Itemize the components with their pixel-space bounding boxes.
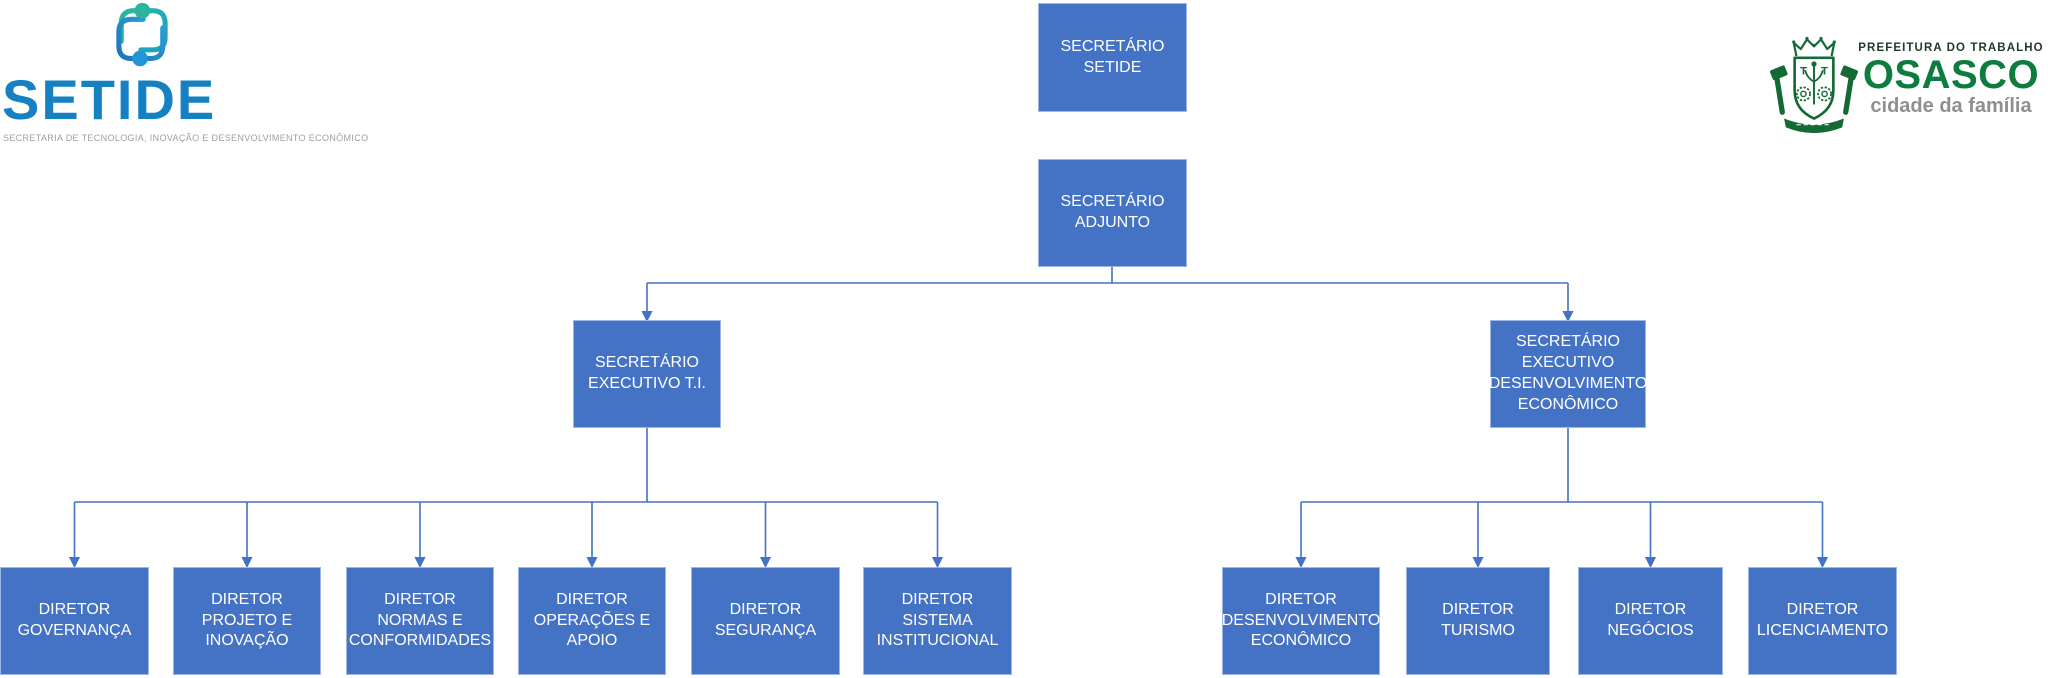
- org-node-label: SECRETÁRIO EXECUTIVO DESENVOLVIMENTO ECO…: [1488, 333, 1648, 413]
- org-node-diretor-normas-conformidades: DIRETOR NORMAS E CONFORMIDADES: [346, 567, 494, 675]
- org-node-secretario-adjunto: SECRETÁRIO ADJUNTO: [1038, 159, 1187, 267]
- org-node-label: SECRETÁRIO ADJUNTO: [1060, 193, 1165, 231]
- org-node-diretor-desenvolvimento-economico: DIRETOR DESENVOLVIMENTO ECONÔMICO: [1222, 567, 1380, 675]
- org-node-label: DIRETOR NORMAS E CONFORMIDADES: [348, 590, 492, 650]
- connector-de-bus: [1301, 428, 1823, 503]
- org-node-diretor-negocios: DIRETOR NEGÓCIOS: [1578, 567, 1723, 675]
- setide-logo: SETIDE SECRETARIA DE TECNOLOGIA, INOVAÇÃ…: [0, 0, 368, 150]
- org-node-label: SECRETÁRIO EXECUTIVO T.I.: [588, 354, 706, 392]
- org-node-diretor-sistema-institucional: DIRETOR SISTEMA INSTITUCIONAL: [863, 567, 1012, 675]
- setide-wordmark: SETIDE: [2, 68, 217, 131]
- org-node-label: DIRETOR GOVERNANÇA: [17, 601, 132, 639]
- connector-adjunto-bus: [647, 267, 1568, 284]
- org-node-label: DIRETOR TURISMO: [1441, 601, 1515, 639]
- osasco-crest-icon: T T: [1770, 36, 1858, 134]
- osasco-logo: T T PREFEITURA DO TRABALHO OSASCO cidade…: [1760, 20, 2048, 145]
- org-node-secretario-setide: SECRETÁRIO SETIDE: [1038, 3, 1187, 112]
- org-node-label: DIRETOR LICENCIAMENTO: [1756, 601, 1889, 639]
- org-node-label: DIRETOR DESENVOLVIMENTO ECONÔMICO: [1221, 590, 1381, 650]
- osasco-prefeitura-label: PREFEITURA DO TRABALHO: [1858, 42, 2044, 54]
- org-node-label: DIRETOR NEGÓCIOS: [1607, 601, 1694, 639]
- osasco-text-block: PREFEITURA DO TRABALHO OSASCO cidade da …: [1856, 42, 2046, 116]
- hammer-right-icon: [1840, 65, 1858, 115]
- org-node-diretor-governanca: DIRETOR GOVERNANÇA: [0, 567, 149, 675]
- connector-ti-bus: [74, 428, 938, 503]
- org-node-secretario-executivo-desenvolvimento: SECRETÁRIO EXECUTIVO DESENVOLVIMENTO ECO…: [1488, 320, 1648, 428]
- org-node-label: DIRETOR OPERAÇÕES E APOIO: [533, 590, 651, 650]
- org-node-diretor-operacoes-apoio: DIRETOR OPERAÇÕES E APOIO: [518, 567, 666, 675]
- svg-text:T: T: [1800, 66, 1807, 78]
- org-node-label: DIRETOR SISTEMA INSTITUCIONAL: [876, 590, 999, 650]
- osasco-slogan: cidade da família: [1870, 95, 2032, 117]
- org-node-diretor-licenciamento: DIRETOR LICENCIAMENTO: [1748, 567, 1897, 675]
- hammer-left-icon: [1770, 65, 1788, 115]
- svg-text:T: T: [1821, 66, 1828, 78]
- org-node-diretor-turismo: DIRETOR TURISMO: [1406, 567, 1550, 675]
- osasco-name: OSASCO: [1862, 53, 2040, 97]
- setide-logo-icon: [116, 2, 168, 67]
- setide-caption: SECRETARIA DE TECNOLOGIA, INOVAÇÃO E DES…: [3, 133, 369, 143]
- org-node-label: SECRETÁRIO SETIDE: [1060, 37, 1165, 76]
- org-node-diretor-projeto-inovacao: DIRETOR PROJETO E INOVAÇÃO: [173, 567, 321, 675]
- org-node-diretor-seguranca: DIRETOR SEGURANÇA: [691, 567, 840, 675]
- org-node-secretario-executivo-ti: SECRETÁRIO EXECUTIVO T.I.: [573, 320, 721, 428]
- org-node-label: DIRETOR SEGURANÇA: [714, 601, 817, 639]
- org-node-label: DIRETOR PROJETO E INOVAÇÃO: [201, 590, 293, 650]
